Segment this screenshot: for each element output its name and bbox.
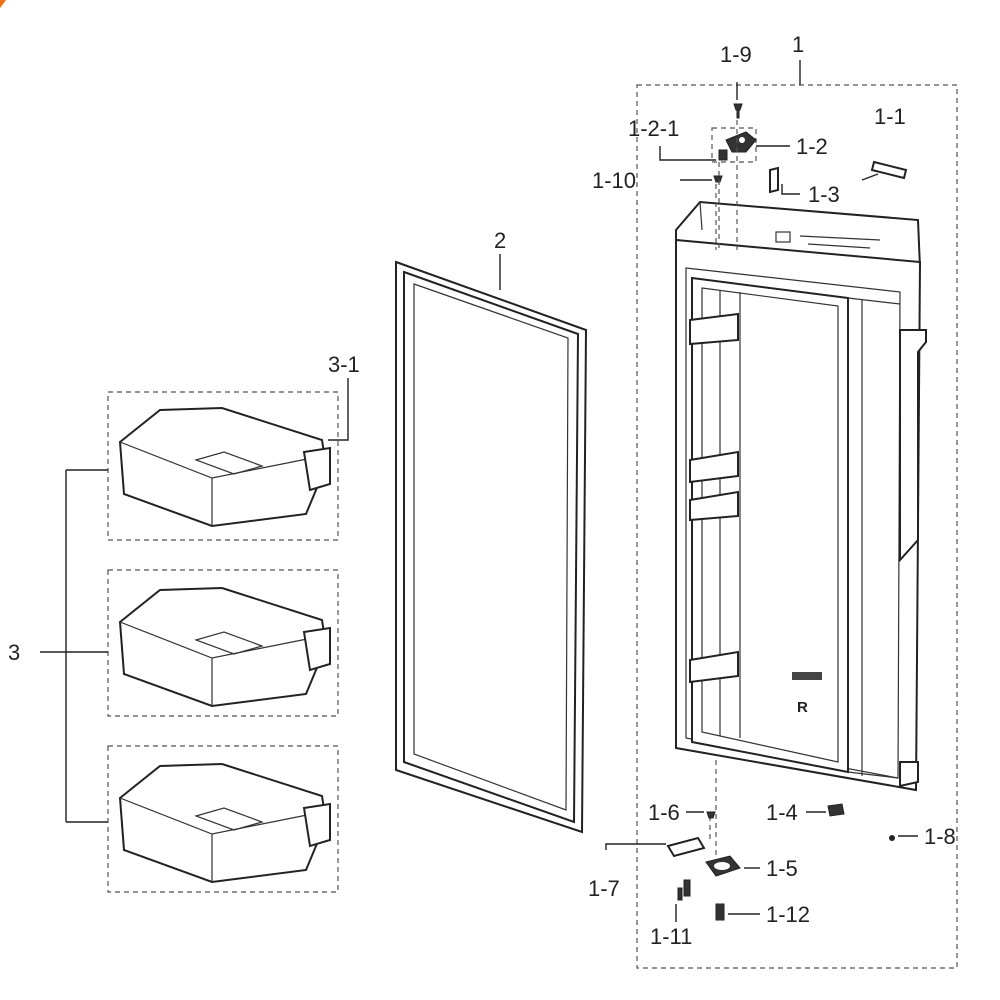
label-1: 1 (792, 32, 804, 57)
label-1-1: 1-1 (874, 104, 906, 129)
part-1-9-screw (733, 103, 743, 111)
hinge-group-boundary (711, 127, 757, 163)
part-1-6-screw (706, 811, 716, 819)
part-1-11-screws (677, 879, 691, 901)
label-1-9: 1-9 (720, 42, 752, 67)
part-2-gasket (395, 260, 588, 834)
label-1-4: 1-4 (766, 800, 798, 825)
bin-boundary-2 (107, 569, 339, 717)
door-side-letter: R (797, 699, 808, 716)
label-1-2: 1-2 (796, 134, 828, 159)
label-1-8: 1-8 (924, 824, 956, 849)
part-1-4-cap (827, 803, 845, 817)
label-1-3: 1-3 (808, 182, 840, 207)
label-1-11: 1-11 (650, 924, 692, 949)
label-3-1: 3-1 (328, 352, 360, 377)
part-1-8-screw (889, 835, 895, 841)
bin-group (107, 391, 339, 893)
door-bin-2 (118, 586, 331, 708)
part-1-3-stopper (769, 166, 779, 194)
door-frame: R (675, 200, 927, 792)
part-1-10-screw (713, 175, 723, 183)
part-1-2-1-pin (718, 149, 728, 161)
part-1-1-cap (870, 160, 908, 180)
part-1-7-bracket (666, 836, 706, 858)
door-bin-3 (118, 762, 331, 884)
label-1-2-1: 1-2-1 (628, 116, 679, 141)
label-1-6: 1-6 (648, 800, 680, 825)
door-stamp (792, 672, 822, 680)
bin-boundary-3 (107, 745, 339, 893)
label-1-12: 1-12 (766, 902, 810, 927)
label-1-10: 1-10 (592, 168, 636, 193)
label-1-7: 1-7 (588, 876, 620, 901)
part-1-12-bolt (715, 903, 725, 921)
label-3: 3 (8, 640, 20, 665)
label-1-5: 1-5 (766, 856, 798, 881)
corner-mark (0, 0, 6, 8)
door-bin-1 (118, 406, 331, 528)
label-2: 2 (494, 228, 506, 253)
door-assembly-boundary (636, 84, 958, 969)
